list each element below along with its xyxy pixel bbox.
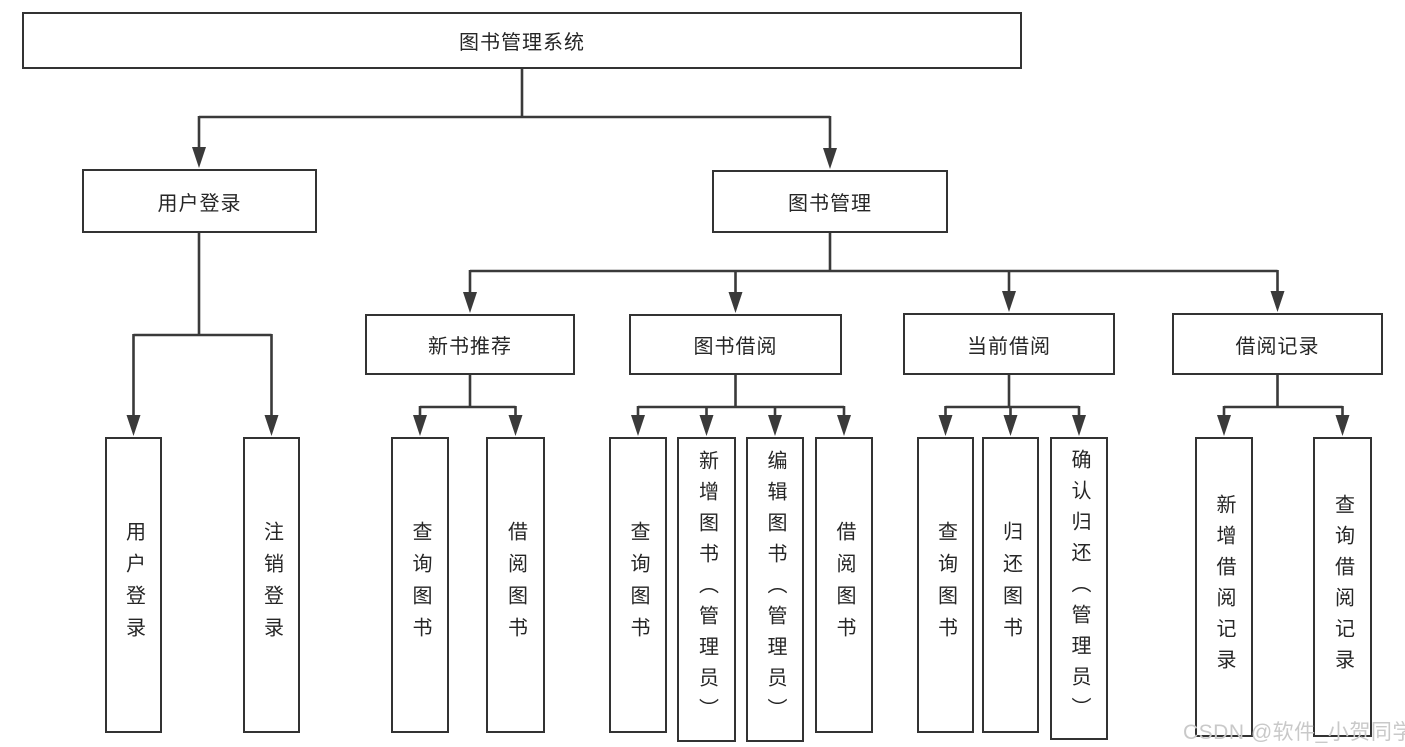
leaf-current-confirm-return-admin: 确认归还（管理员）: [1050, 437, 1108, 740]
leaf-recommend-borrow-books: 借阅图书: [486, 437, 545, 733]
leaf-current-query-books: 查询图书: [917, 437, 974, 733]
leaf-borrowing-add-books-admin: 新增图书（管理员）: [677, 437, 736, 742]
leaf-borrowing-query-books: 查询图书: [609, 437, 667, 733]
node-borrowing-records: 借阅记录: [1172, 313, 1383, 375]
leaf-user-login: 用户登录: [105, 437, 162, 733]
leaf-records-add-record: 新增借阅记录: [1195, 437, 1253, 737]
node-current-borrowing: 当前借阅: [903, 313, 1115, 375]
leaf-borrowing-edit-books-admin: 编辑图书（管理员）: [746, 437, 804, 742]
node-book-management-branch: 图书管理: [712, 170, 948, 233]
leaf-recommend-query-books: 查询图书: [391, 437, 449, 733]
leaf-borrowing-borrow-books: 借阅图书: [815, 437, 873, 733]
node-new-book-recommend: 新书推荐: [365, 314, 575, 375]
watermark-text: CSDN @软件_小贺同学: [1183, 721, 1405, 744]
leaf-records-query-record: 查询借阅记录: [1313, 437, 1372, 737]
node-book-borrowing: 图书借阅: [629, 314, 842, 375]
leaf-logout: 注销登录: [243, 437, 300, 733]
leaf-current-return-books: 归还图书: [982, 437, 1039, 733]
node-user-login-branch: 用户登录: [82, 169, 317, 233]
node-library-management-system: 图书管理系统: [22, 12, 1022, 69]
